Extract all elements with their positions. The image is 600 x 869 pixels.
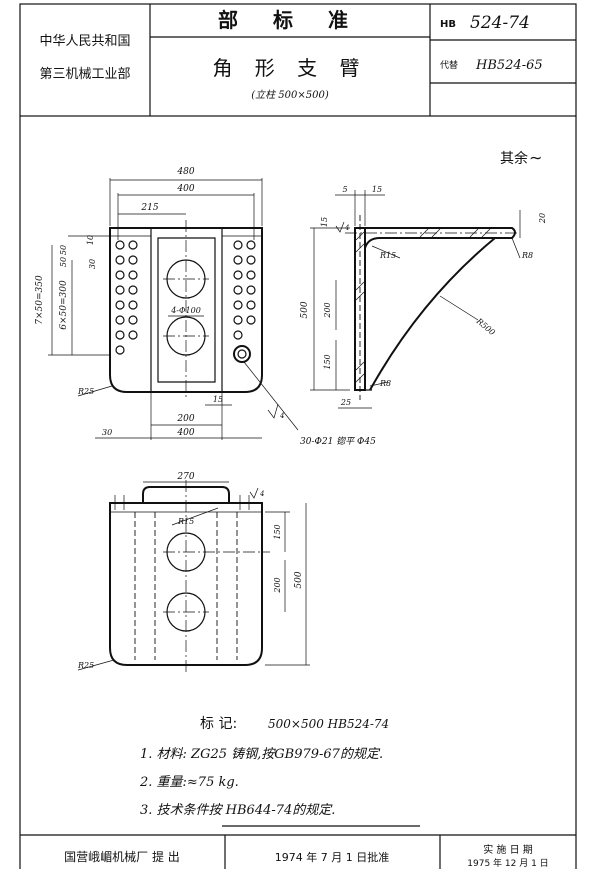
- title-block: 中华人民共和国 第三机械工业部 部 标 准 角 形 支 臂 (立柱 500×50…: [19, 3, 577, 835]
- side-dim-500: 500: [300, 301, 310, 318]
- side-dim-15-left: 15: [320, 217, 329, 227]
- front-roughness-value: 4: [279, 412, 284, 420]
- note-item-3: 3. 技术条件按 HB644-74的规定.: [140, 802, 335, 818]
- roughness-note: 其余: [500, 150, 528, 167]
- front-r25: R25: [77, 387, 94, 396]
- side-r15: R15: [379, 251, 396, 260]
- footer-block: 国营峨嵋机械厂 提 出 1974 年 7 月 1 日批准 实 施 日 期 197…: [19, 834, 577, 869]
- side-dim-150: 150: [323, 354, 332, 369]
- footer-impl-date: 1975 年 12 月 1 日: [467, 857, 548, 869]
- bottom-dim-270: 270: [176, 472, 194, 482]
- dim-10: 10: [86, 235, 95, 245]
- front-inner-rib: [157, 237, 216, 383]
- bolt-holes-right: [233, 240, 256, 363]
- side-r8-top: R8: [521, 251, 533, 260]
- dim-30-b: 30: [102, 428, 112, 437]
- dim-30-a: 30: [88, 259, 97, 269]
- dim-15: 15: [213, 395, 223, 404]
- dim-50-a: 50: [59, 245, 68, 255]
- large-hole-label: 4-Φ100: [170, 306, 201, 315]
- dim-50-b: 50: [59, 257, 68, 267]
- footer-approval: 1974 年 7 月 1 日批准: [275, 850, 389, 864]
- dim-200: 200: [176, 414, 194, 424]
- side-r500: R500: [474, 316, 497, 337]
- marking-label: 标 记:: [200, 716, 237, 732]
- bottom-dim-500: 500: [294, 571, 304, 588]
- replaces-number: HB524-65: [475, 58, 543, 73]
- standard-type: 部 标 准: [218, 8, 362, 32]
- bottom-dim-200: 200: [273, 577, 282, 593]
- side-web-curve: [369, 237, 496, 391]
- title-block-frame: [19, 3, 577, 117]
- footer-issuer: 国营峨嵋机械厂 提 出: [64, 849, 180, 864]
- front-roughness-mark: [267, 403, 279, 419]
- side-dim-5: 5: [342, 185, 347, 194]
- part-subtitle: (立柱 500×500): [251, 89, 329, 101]
- side-hatching: [355, 228, 491, 383]
- bottom-r15: R15: [177, 517, 194, 526]
- side-dim-20: 20: [538, 213, 547, 224]
- dim-7x50: 7×50=350: [35, 275, 45, 325]
- roughness-symbol: ∼: [529, 148, 542, 167]
- dim-400-top: 400: [176, 184, 194, 194]
- marking-value: 500×500 HB524-74: [268, 717, 389, 731]
- side-top-arm: [355, 227, 516, 249]
- side-r8-bottom: R8: [379, 379, 391, 388]
- bottom-roughness-value: 4: [259, 490, 264, 498]
- side-dim-200: 200: [323, 302, 332, 318]
- bottom-outline: [109, 502, 263, 666]
- dim-480: 480: [176, 167, 194, 177]
- bottom-roughness-mark: [249, 487, 259, 499]
- holes-note: 30-Φ21 锪平 Φ45: [300, 436, 376, 447]
- hb-label: HB: [440, 19, 456, 30]
- org-line-1: 中华人民共和国: [39, 34, 130, 49]
- dim-215: 215: [140, 203, 158, 213]
- replaces-label: 代替: [440, 59, 458, 71]
- dim-400-bottom: 400: [176, 428, 194, 438]
- bottom-dim-150: 150: [273, 524, 282, 539]
- org-line-2: 第三机械工业部: [39, 67, 130, 82]
- side-dim-25: 25: [340, 398, 351, 407]
- notes-block: 标 记: 500×500 HB524-74 1. 材料: ZG25 铸钢,按GB…: [139, 716, 420, 827]
- footer-impl-label: 实 施 日 期: [483, 843, 533, 856]
- front-outline: [109, 227, 263, 393]
- bolt-holes-left: [115, 240, 138, 355]
- note-item-1: 1. 材料: ZG25 铸钢,按GB979-67的规定.: [140, 746, 383, 762]
- side-view: 5 15 15 4 20 R15 R8 500 200 150 R500 R8 …: [300, 185, 547, 409]
- dim-6x50: 6×50=300: [59, 280, 69, 330]
- side-roughness-mark: [335, 221, 345, 233]
- bottom-view: 270 4 R15 150 200 500 R25: [77, 472, 310, 672]
- front-view: 480 400 215 50 10 50 30 7×50=350 6×50=30…: [35, 167, 376, 447]
- side-dim-15-top: 15: [372, 185, 382, 194]
- part-name: 角 形 支 臂: [212, 56, 367, 80]
- note-item-2: 2. 重量:≈75 kg.: [139, 775, 239, 790]
- bottom-r25: R25: [77, 661, 94, 670]
- hb-number: 524-74: [470, 13, 530, 33]
